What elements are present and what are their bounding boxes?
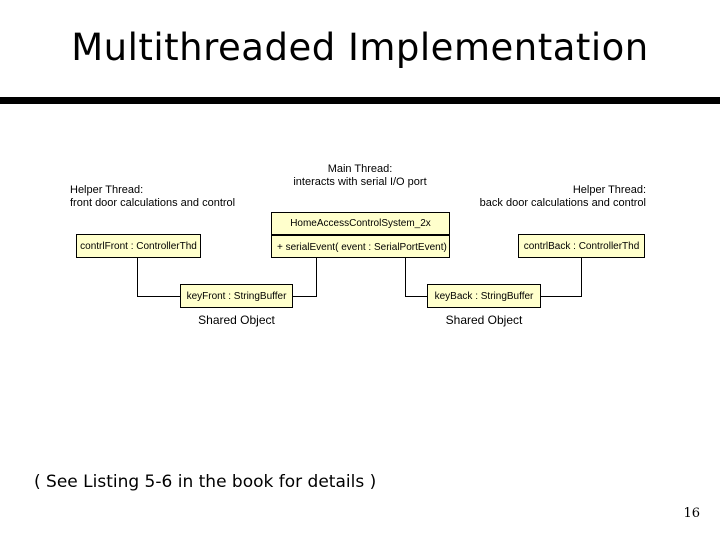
connector-contrl-front-vertical — [137, 258, 138, 297]
annotation-main-thread: Main Thread: interacts with serial I/O p… — [293, 163, 427, 188]
title-divider-rule — [0, 97, 720, 104]
uml-class-home-access-control-system: HomeAccessControlSystem_2x + serialEvent… — [271, 212, 450, 258]
uml-object-key-front: keyFront : StringBuffer — [180, 284, 293, 308]
page-number: 16 — [683, 506, 700, 521]
connector-contrl-back-vertical — [581, 258, 582, 297]
uml-class-name: HomeAccessControlSystem_2x — [272, 213, 449, 235]
uml-object-key-back: keyBack : StringBuffer — [427, 284, 541, 308]
uml-class-method-serial-event: + serialEvent( event : SerialPortEvent) — [272, 235, 449, 259]
annotation-helper-thread-front: Helper Thread: front door calculations a… — [70, 184, 236, 209]
connector-main-to-key-back-vertical — [405, 258, 406, 297]
page-title: Multithreaded Implementation — [71, 26, 649, 69]
uml-object-contrl-back: contrlBack : ControllerThd — [518, 234, 645, 258]
footnote-listing-reference: ( See Listing 5-6 in the book for detail… — [34, 472, 377, 492]
connector-contrl-back-horizontal — [540, 296, 582, 297]
connector-main-to-key-front-vertical — [316, 258, 317, 297]
shared-object-label-back: Shared Object — [445, 313, 523, 327]
annotation-helper-thread-back: Helper Thread: back door calculations an… — [479, 184, 646, 209]
connector-main-to-key-back-horizontal — [405, 296, 428, 297]
uml-object-contrl-front: contrlFront : ControllerThd — [76, 234, 201, 258]
shared-object-label-front: Shared Object — [198, 313, 275, 327]
connector-main-to-key-front-horizontal — [292, 296, 317, 297]
connector-contrl-front-horizontal — [137, 296, 181, 297]
